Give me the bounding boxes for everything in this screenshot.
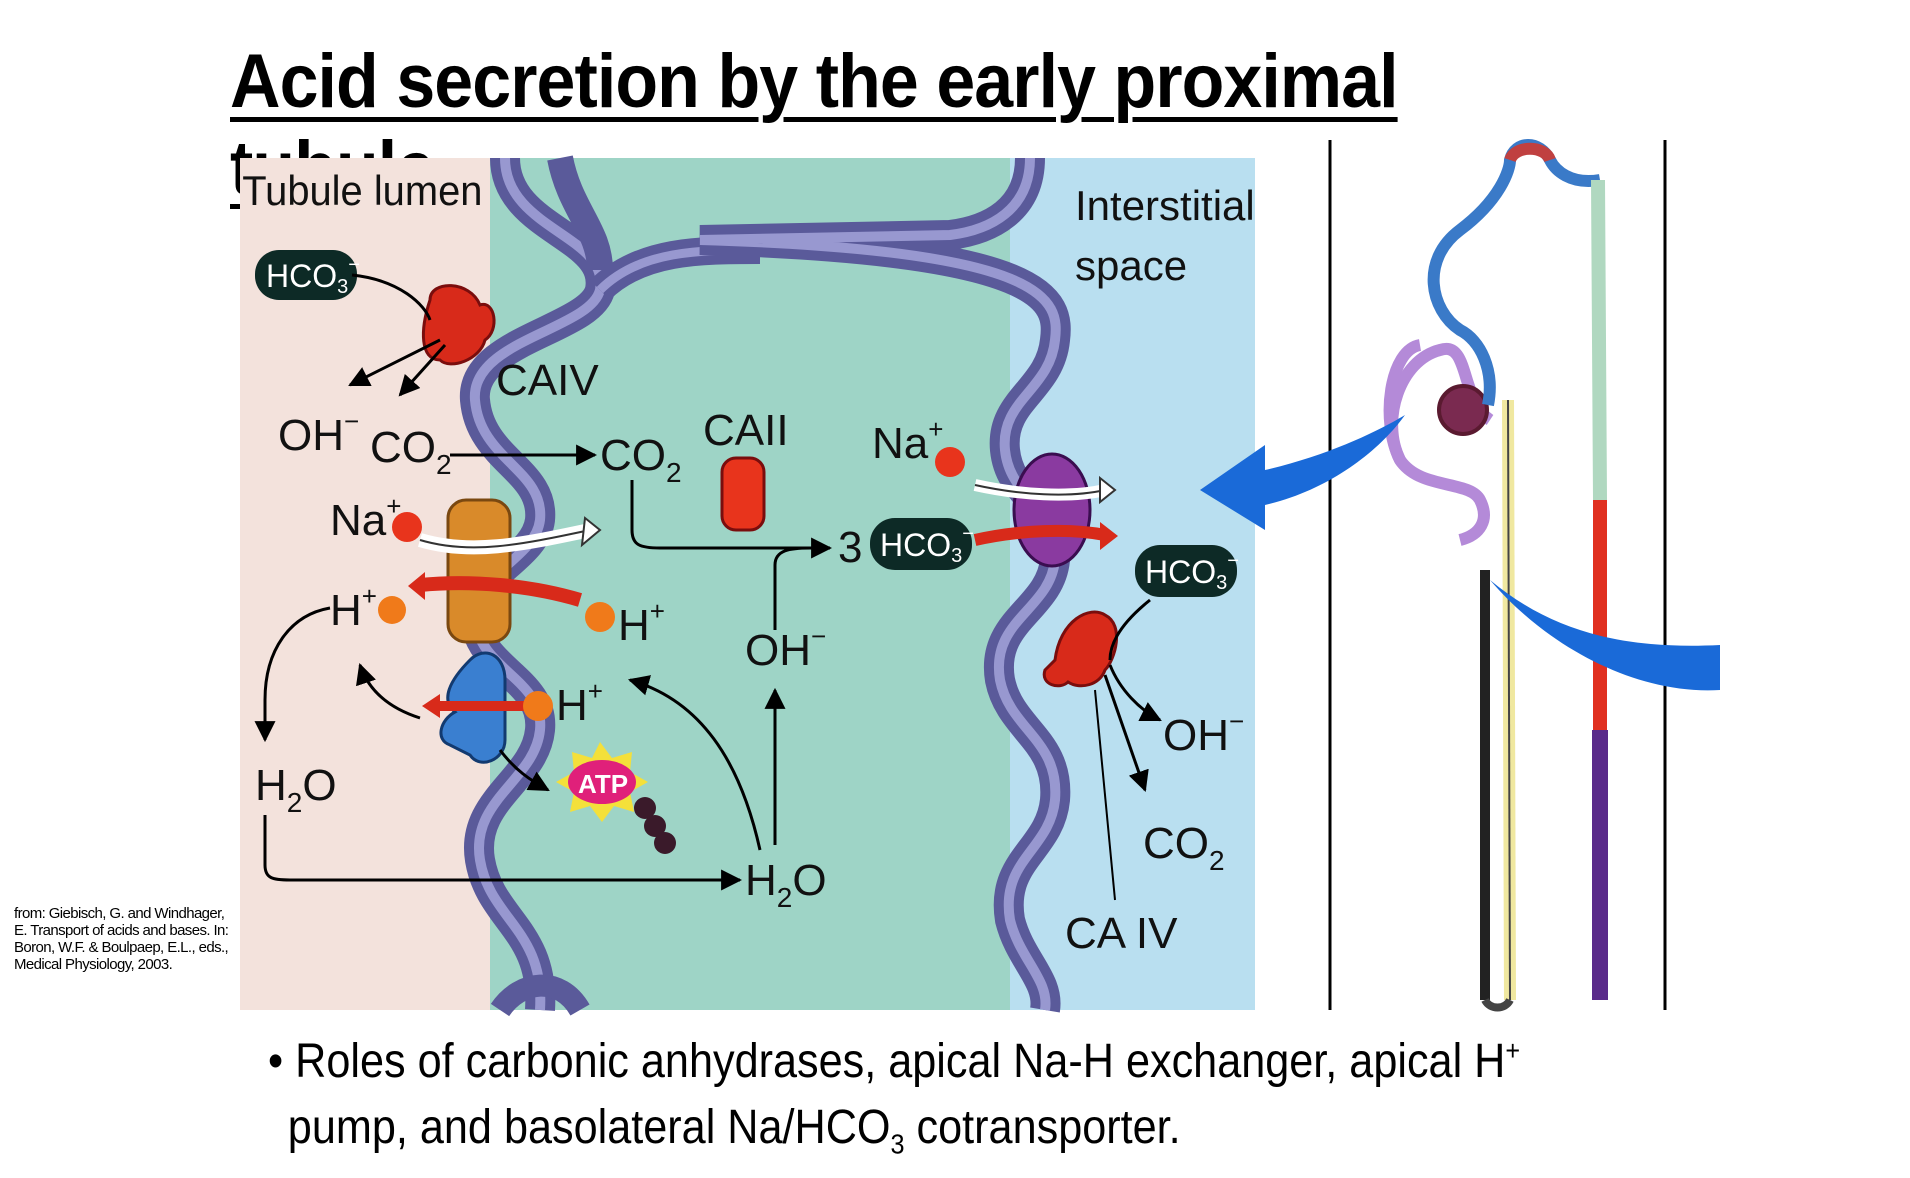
atp-badge bbox=[568, 760, 636, 804]
h-cell-label-2: H+ bbox=[556, 676, 603, 730]
bullet-marker: • bbox=[268, 1035, 284, 1088]
svg-text:HCO3−: HCO3− bbox=[880, 523, 974, 567]
three-label: 3 bbox=[838, 523, 862, 572]
co2-interstitial-label: CO2 bbox=[1143, 819, 1225, 876]
bullet-line2-b: cotransporter. bbox=[904, 1101, 1181, 1154]
bullet-line2-a: pump, and basolateral Na/HCO bbox=[287, 1101, 891, 1154]
na-cell-ion bbox=[935, 447, 965, 477]
nephron-proximal-tubule bbox=[1386, 342, 1494, 546]
oh-interstitial-label: OH− bbox=[1163, 706, 1244, 760]
svg-text:HCO3−: HCO3− bbox=[1145, 550, 1239, 594]
h-cell-label-1: H+ bbox=[618, 596, 665, 650]
na-lumen-ion bbox=[392, 512, 422, 542]
nephron-glomerulus bbox=[1437, 384, 1489, 436]
caiv-basal-label: CA IV bbox=[1065, 909, 1178, 958]
interstitial-label-1: Interstitial bbox=[1075, 182, 1255, 229]
svg-text:HCO3−: HCO3− bbox=[266, 254, 360, 298]
hco3-lumen-pill: HCO3− bbox=[255, 250, 360, 300]
bullet-text: • Roles of carbonic anhydrases, apical N… bbox=[268, 1018, 1546, 1178]
adp-bead-1 bbox=[634, 797, 656, 819]
na-h-exchanger bbox=[446, 498, 512, 644]
h-lumen-ion-1 bbox=[378, 596, 406, 624]
pointer-arrow-lower bbox=[1490, 580, 1720, 691]
adp-bead-3 bbox=[654, 832, 676, 854]
oh-lumen-label: OH− bbox=[278, 406, 359, 460]
hco3-exit-arrow bbox=[973, 524, 1107, 546]
h-cell-ion-1 bbox=[585, 602, 615, 632]
h2o-cell-label: H2O bbox=[745, 856, 827, 913]
co2-lumen-label: CO2 bbox=[370, 423, 452, 480]
h2o-lumen-label: H2O bbox=[255, 761, 337, 818]
lumen-label: Tubule lumen bbox=[242, 167, 482, 214]
na-hco3-cotransporter bbox=[1012, 452, 1092, 568]
h-cell-ion-2 bbox=[523, 691, 553, 721]
atp-label: ATP bbox=[578, 769, 628, 799]
pointer-arrow-upper bbox=[1200, 415, 1405, 530]
h-lumen-label-1: H+ bbox=[330, 581, 377, 635]
hco3-interstitial-pill: HCO3− bbox=[1135, 545, 1239, 597]
nephron-distal-tubule bbox=[1427, 139, 1601, 407]
oh-cell-label: OH− bbox=[745, 621, 826, 675]
caiv-apical-label: CAIV bbox=[496, 356, 599, 405]
bullet-line1-sup: + bbox=[1505, 1035, 1521, 1066]
h-exit-arrow bbox=[419, 576, 583, 607]
na-cell-label: Na+ bbox=[872, 414, 943, 468]
adp-bead-2 bbox=[644, 815, 666, 837]
citation: from: Giebisch, G. and Windhager, E. Tra… bbox=[14, 905, 229, 973]
bullet-line2-sub: 3 bbox=[890, 1128, 905, 1160]
caiv-basal-enzyme bbox=[1042, 610, 1119, 688]
caiv-apical-enzyme bbox=[421, 284, 496, 366]
co2-cell-label: CO2 bbox=[600, 431, 682, 488]
interstitial-label-2: space bbox=[1075, 242, 1187, 289]
bullet-line1: Roles of carbonic anhydrases, apical Na-… bbox=[295, 1035, 1506, 1088]
hco3-cell-pill: HCO3− bbox=[870, 518, 974, 570]
caii-label: CAII bbox=[703, 406, 789, 455]
na-lumen-label: Na+ bbox=[330, 491, 401, 545]
caii-enzyme bbox=[720, 456, 766, 532]
